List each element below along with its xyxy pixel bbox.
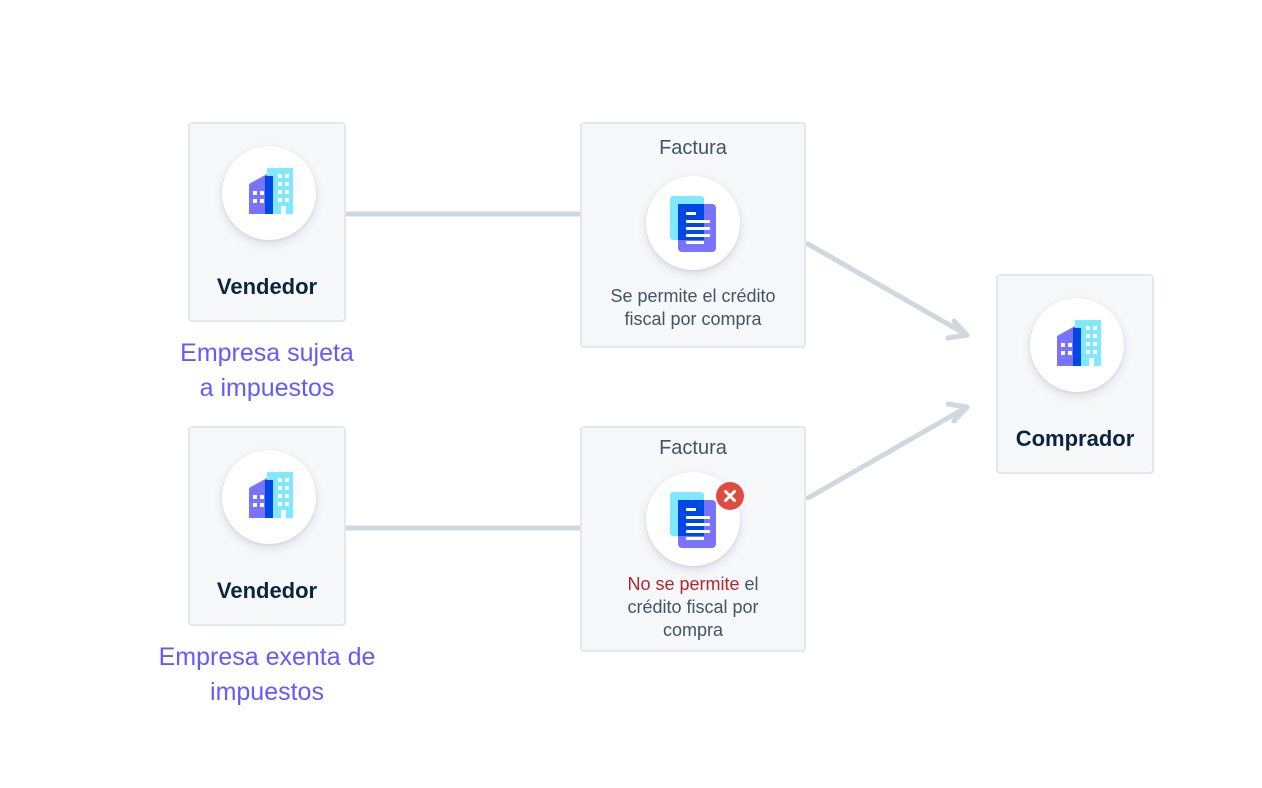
invoice-description: Se permite el crédito fiscal por compra	[592, 285, 794, 331]
building-icon	[1057, 320, 1101, 366]
invoice-card-not-allowed: Factura No se permite el c	[580, 426, 806, 652]
caption-line: a impuestos	[199, 374, 335, 402]
document-icon	[670, 492, 716, 548]
not-allowed-badge	[716, 482, 744, 510]
seller-card-exempt: Vendedor	[188, 426, 346, 626]
seller-label: Vendedor	[216, 578, 318, 603]
description-line: compra	[662, 620, 724, 640]
seller-label: Vendedor	[216, 274, 318, 299]
document-icon	[670, 196, 716, 252]
seller-card-taxable: Vendedor	[188, 122, 346, 322]
buyer-card: Comprador	[996, 274, 1154, 474]
caption-line: impuestos	[210, 678, 324, 706]
buyer-label: Comprador	[1015, 426, 1135, 451]
description-line: fiscal por compra	[624, 309, 762, 329]
seller-avatar	[222, 146, 316, 240]
building-icon	[249, 472, 293, 518]
close-icon	[724, 490, 736, 502]
negative-text: No se permite	[627, 574, 740, 594]
description-line: Se permite el crédito	[610, 286, 776, 306]
description-text: el	[739, 574, 759, 594]
building-icon	[249, 168, 293, 214]
invoice-description: No se permite el crédito fiscal por comp…	[592, 573, 794, 642]
invoice-card-allowed: Factura Se permite el crédito fiscal por…	[580, 122, 806, 348]
description-line: crédito fiscal por	[627, 597, 759, 617]
invoice-header: Factura	[659, 137, 727, 159]
description-line: No se permite el	[592, 573, 794, 596]
invoice-header: Factura	[659, 437, 727, 459]
arrow-invoice1-buyer	[805, 241, 970, 341]
seller-avatar	[222, 450, 316, 544]
seller-caption-taxable: Empresa sujeta a impuestos	[140, 336, 394, 406]
arrow-invoice2-buyer	[805, 401, 970, 501]
invoice-avatar	[646, 176, 740, 270]
buyer-avatar	[1030, 298, 1124, 392]
caption-line: Empresa sujeta	[180, 339, 354, 367]
caption-line: Empresa exenta de	[158, 643, 376, 671]
seller-caption-exempt: Empresa exenta de impuestos	[120, 640, 414, 710]
